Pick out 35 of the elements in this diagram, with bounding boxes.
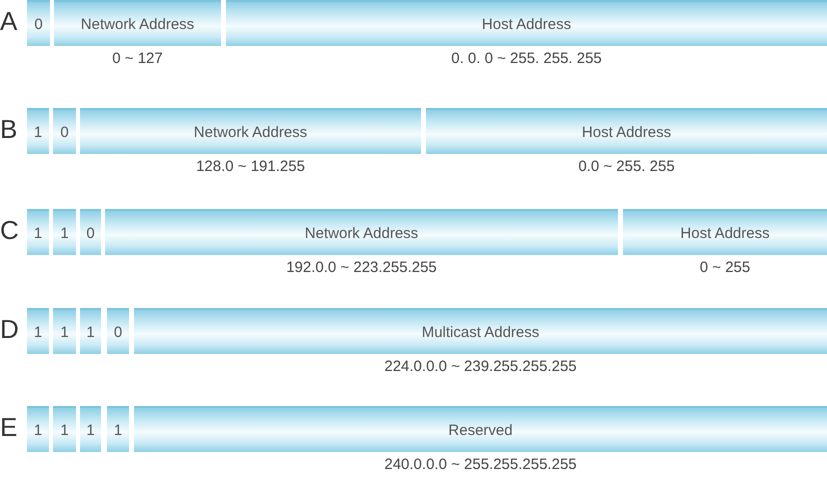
address-field: Network Address xyxy=(80,108,421,154)
bit-cell: 1 xyxy=(27,308,49,354)
bit-cell: 0 xyxy=(107,308,129,354)
class-letter: C xyxy=(0,215,19,246)
class-letter: B xyxy=(0,114,18,145)
address-field: Host Address xyxy=(226,0,827,46)
range-label: 0. 0. 0 ~ 255. 255. 255 xyxy=(451,50,602,67)
bit-cell: 1 xyxy=(53,308,76,354)
bit-cell: 1 xyxy=(80,406,101,452)
class-letter: D xyxy=(0,314,19,345)
address-field: Network Address xyxy=(54,0,221,46)
address-field: Host Address xyxy=(426,108,827,154)
bit-cell: 0 xyxy=(53,108,76,154)
range-label: 192.0.0 ~ 223.255.255 xyxy=(286,259,437,276)
class-letter: E xyxy=(0,412,18,443)
range-label: 0 ~ 255 xyxy=(700,259,750,276)
bit-cell: 1 xyxy=(27,209,49,255)
bit-cell: 1 xyxy=(27,108,49,154)
class-letter: A xyxy=(0,6,18,37)
bit-cell: 0 xyxy=(80,209,101,255)
bit-cell: 1 xyxy=(80,308,101,354)
bit-cell: 1 xyxy=(27,406,49,452)
bit-cell: 1 xyxy=(53,209,76,255)
range-label: 0 ~ 127 xyxy=(112,50,163,67)
range-label: 0.0 ~ 255. 255 xyxy=(578,158,675,175)
range-label: 224.0.0.0 ~ 239.255.255.255 xyxy=(384,358,577,375)
address-field: Host Address xyxy=(623,209,827,255)
address-field: Network Address xyxy=(105,209,618,255)
range-label: 128.0 ~ 191.255 xyxy=(196,158,305,175)
bit-cell: 1 xyxy=(53,406,76,452)
address-field: Reserved xyxy=(134,406,827,452)
range-label: 240.0.0.0 ~ 255.255.255.255 xyxy=(384,456,577,473)
bit-cell: 0 xyxy=(27,0,50,46)
address-field: Multicast Address xyxy=(134,308,827,354)
bit-cell: 1 xyxy=(107,406,129,452)
